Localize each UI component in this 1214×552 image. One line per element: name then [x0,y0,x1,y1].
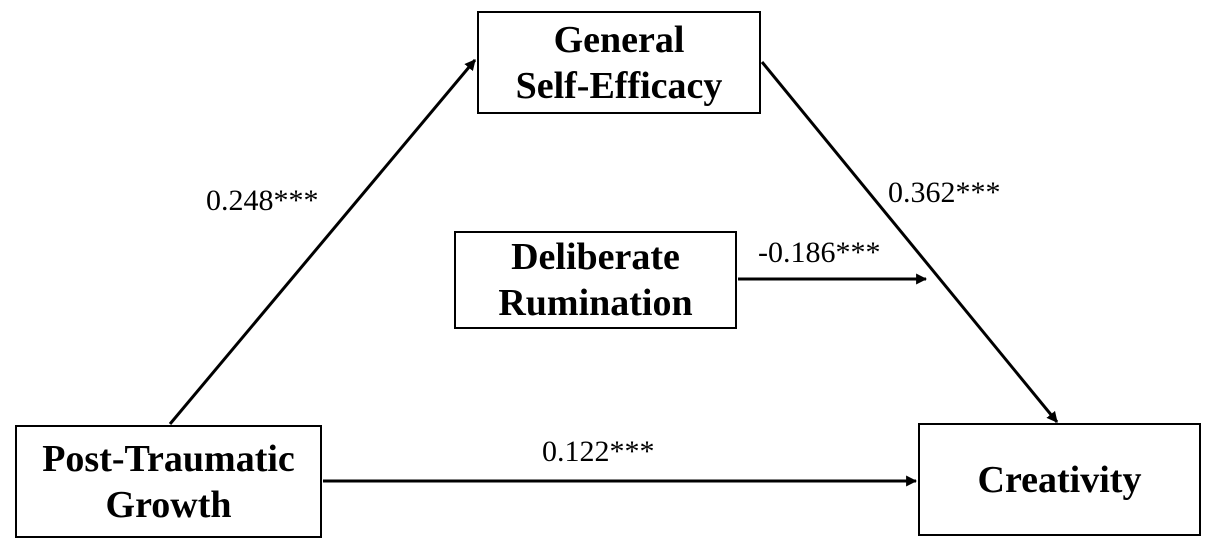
coef-rumination-moderation: -0.186*** [758,236,881,269]
coef-self-efficacy-to-creativity: 0.362*** [888,176,1001,209]
coef-ptg-to-creativity: 0.122*** [542,435,655,468]
coef-ptg-to-self-efficacy: 0.248*** [206,184,319,217]
node-general-self-efficacy-line1: General [553,18,685,61]
node-post-traumatic-growth: Post-Traumatic Growth [15,425,322,538]
node-creativity-label: Creativity [977,458,1142,501]
arrow-ptg-to-self-efficacy [168,59,477,425]
arrow-self-efficacy-to-creativity [760,61,1059,423]
node-post-traumatic-growth-line1: Post-Traumatic [42,437,295,480]
node-deliberate-rumination: Deliberate Rumination [454,231,737,329]
node-deliberate-rumination-line2: Rumination [498,282,693,324]
node-post-traumatic-growth-line2: Growth [105,483,232,526]
node-general-self-efficacy-line2: Self-Efficacy [515,64,723,107]
node-deliberate-rumination-line1: Deliberate [511,236,680,278]
node-general-self-efficacy: General Self-Efficacy [477,11,761,114]
node-creativity: Creativity [918,423,1201,536]
